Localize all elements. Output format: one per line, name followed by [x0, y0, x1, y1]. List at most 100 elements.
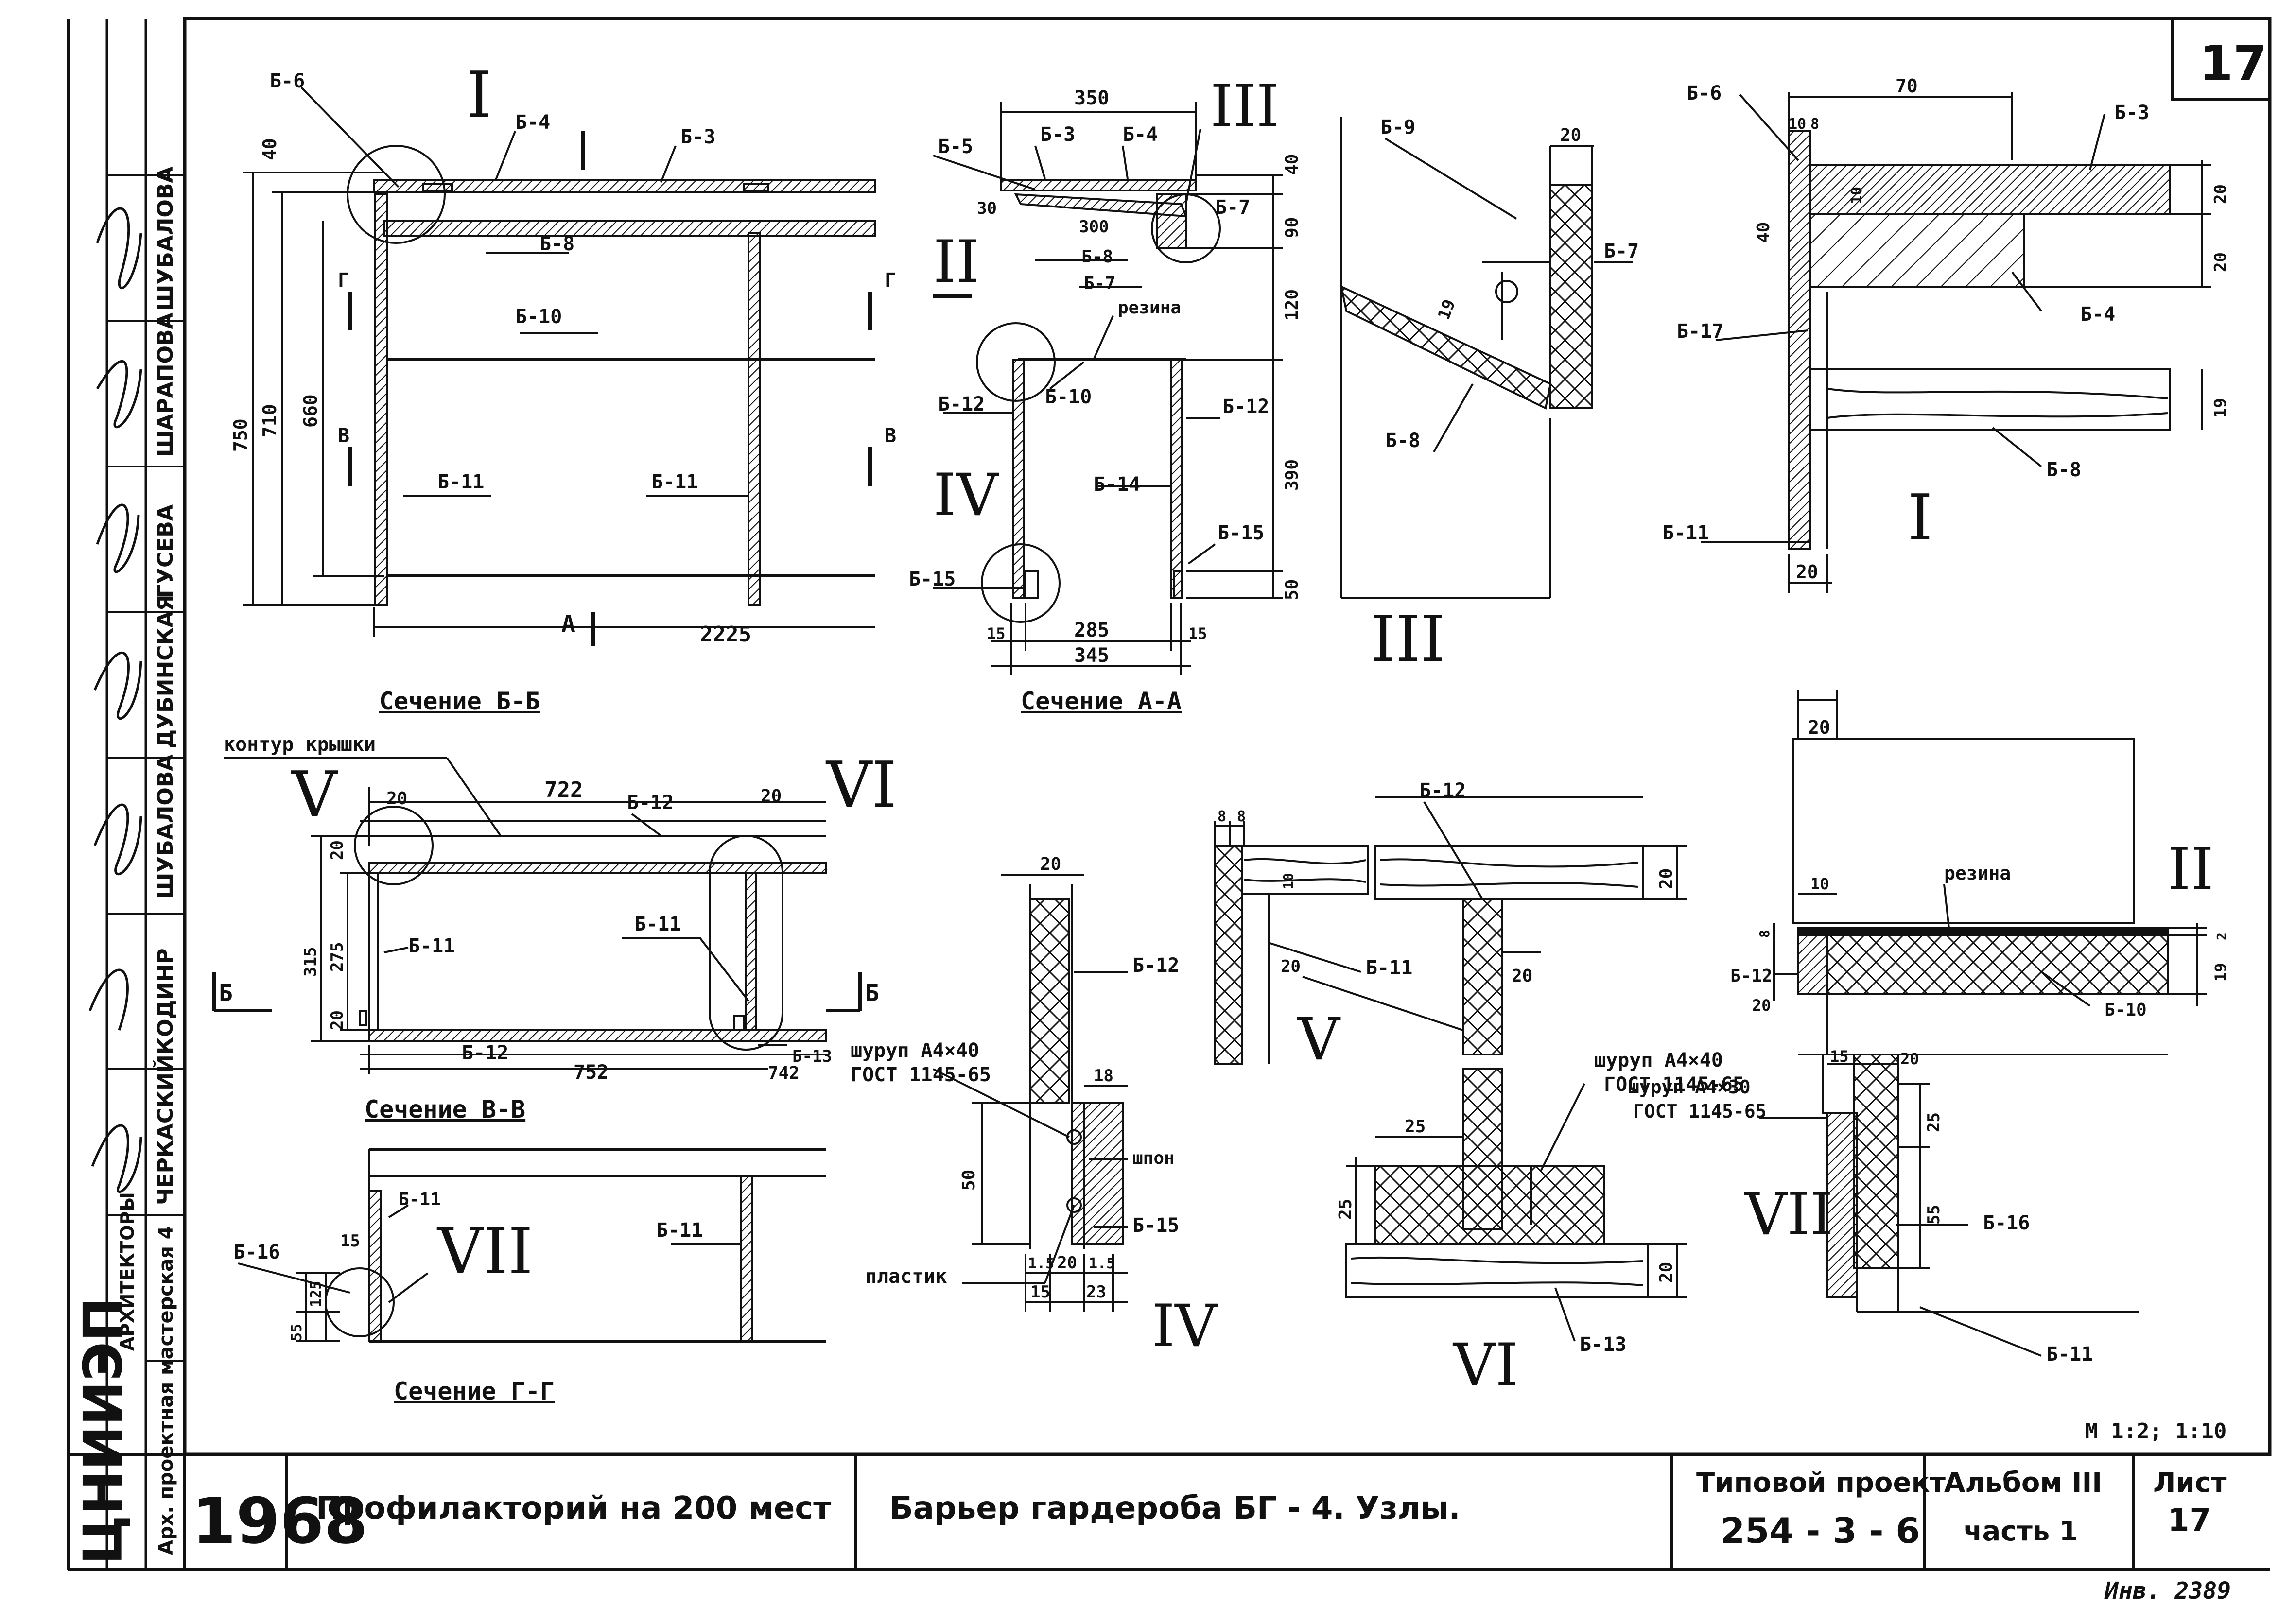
label: шуруп А4×30	[1628, 1076, 1751, 1098]
node-mark: IV	[933, 462, 999, 529]
label: Б-6	[1687, 82, 1722, 104]
album-label: Альбом III	[1944, 1467, 2102, 1499]
label: Б-5	[938, 136, 973, 158]
dim: 25	[1924, 1112, 1944, 1132]
label: Б-12	[1132, 954, 1179, 977]
dim: 55	[1924, 1205, 1944, 1225]
year: 1968	[192, 1484, 368, 1558]
dim: 300	[1079, 217, 1109, 237]
label: Б-3	[2114, 102, 2149, 124]
dim: 70	[1896, 75, 1918, 97]
label: пластик	[865, 1265, 947, 1288]
stamp-name: ШУБАЛОВА	[153, 167, 178, 311]
dim: 20	[761, 786, 782, 806]
dim: 120	[1282, 289, 1302, 321]
dim: 20	[328, 840, 347, 860]
section-vv: контур крышки Б-12 Б-11 Б-11 Б-12 Б-13 2…	[212, 733, 897, 1123]
node-IV: Б-12 шуруп А4×40 ГОСТ 1145-65 шпон Б-15 …	[851, 854, 1218, 1360]
section-caption: Сечение Г-Г	[394, 1377, 555, 1405]
stamp-name: ДУБИНСКАЯ	[153, 595, 178, 749]
label: Б-12	[1222, 396, 1269, 418]
cut-mark: Б	[865, 980, 879, 1007]
sheet-title: Барьер гардероба БГ - 4. Узлы.	[889, 1490, 1461, 1526]
dim: 30	[977, 199, 997, 218]
node-title: VI	[1452, 1331, 1518, 1399]
label: Б-4	[515, 111, 550, 134]
project-name: Профилакторий на 200 мест	[316, 1490, 831, 1526]
dim: 2225	[700, 622, 751, 647]
dim: 15	[340, 1231, 360, 1251]
dim: 20	[1808, 717, 1830, 738]
label: Б-3	[680, 126, 715, 148]
node-mark: I	[467, 58, 491, 132]
label: Б-14	[1094, 473, 1140, 496]
dim: 8	[1237, 808, 1246, 825]
side-stamp-names: ШУБАЛОВА ШАРАПОВА ГУСЕВА ДУБИНСКАЯ ШУБАЛ…	[72, 167, 178, 1565]
dim: 390	[1282, 459, 1302, 491]
node-mark: VI	[825, 748, 897, 822]
label: Б-16	[1983, 1212, 2030, 1234]
dim: 1.5	[1028, 1255, 1054, 1272]
dim: 25	[1405, 1117, 1426, 1137]
sheet-number: 17	[2168, 1503, 2211, 1538]
dim: 8	[1757, 930, 1773, 938]
section-caption: Сечение Б-Б	[379, 687, 540, 715]
typical-project-label: Типовой проект	[1696, 1467, 1946, 1499]
label: Б-11	[399, 1190, 441, 1210]
dim: 18	[1094, 1066, 1113, 1086]
dim: 752	[574, 1061, 609, 1084]
sheet-label: Лист	[2153, 1467, 2227, 1499]
node-title: II	[2168, 836, 2214, 903]
node-III: Б-9 Б-7 Б-8 20 19 III	[1340, 116, 1639, 676]
cut-mark: Г	[338, 269, 349, 292]
node-VII: шуруп А4×30 ГОСТ 1145-65 Б-16 Б-11 15 20…	[1628, 1047, 2139, 1365]
label: Б-11	[437, 471, 484, 493]
label: Б-12	[938, 393, 985, 415]
dim: 15	[987, 624, 1006, 643]
label: Б-6	[270, 70, 305, 92]
label: Б-11	[408, 935, 455, 957]
stamp-name: ЧЕРКАСКИЙ	[152, 1054, 178, 1205]
dim: 20	[1512, 966, 1532, 986]
node-mark: III	[1210, 73, 1279, 140]
dim: 50	[959, 1170, 979, 1191]
label: Б-8	[539, 233, 574, 255]
node-title: III	[1371, 602, 1445, 676]
section-aa: Б-5 Б-3 Б-4 Б-7 Б-8 Б-7 резина Б-10 Б-12…	[909, 73, 1302, 715]
label: Б-11	[1366, 957, 1412, 979]
label: Б-8	[2046, 459, 2081, 481]
label: Б-15	[1218, 522, 1264, 544]
dim: 8	[1218, 808, 1226, 825]
label: Б-10	[1045, 386, 1092, 408]
dim: 90	[1282, 217, 1302, 238]
cut-mark: Б	[219, 980, 233, 1007]
dim: 40	[1282, 154, 1302, 175]
dim: 10	[1848, 187, 1865, 204]
label: Б-11	[1662, 522, 1709, 544]
node-title: I	[1908, 481, 1932, 554]
dim: 15	[1188, 624, 1207, 643]
label: Б-17	[1677, 320, 1723, 343]
dim: 275	[328, 942, 347, 972]
dim: 315	[301, 947, 320, 977]
dim: 20	[1057, 1253, 1077, 1273]
dim: 20	[1900, 1050, 1919, 1068]
section-caption: Сечение А-А	[1021, 687, 1182, 715]
label: Б-11	[2046, 1343, 2093, 1365]
cut-mark: В	[338, 425, 349, 447]
label: Б-13	[1580, 1333, 1626, 1356]
title-block	[285, 1454, 2135, 1570]
label: Б-8	[1385, 430, 1420, 452]
label: шуруп А4×40	[1594, 1049, 1723, 1071]
label: Б-16	[233, 1241, 280, 1263]
stamp-bottom-left: Арх. проектная мастерская 4	[155, 1226, 177, 1555]
label: Б-15	[909, 568, 956, 590]
dim: 23	[1086, 1282, 1106, 1302]
dim: 10	[1789, 116, 1806, 133]
node-mark: V	[291, 758, 338, 831]
node-mark: II	[933, 228, 979, 296]
label: Б-9	[1380, 116, 1415, 138]
node-II: резина Б-12 Б-10 20 10 8 20 2 19 II	[1730, 690, 2230, 1055]
typical-project-number: 254 - 3 - 6	[1721, 1510, 1920, 1551]
label: ГОСТ 1145-65	[1604, 1073, 1744, 1096]
